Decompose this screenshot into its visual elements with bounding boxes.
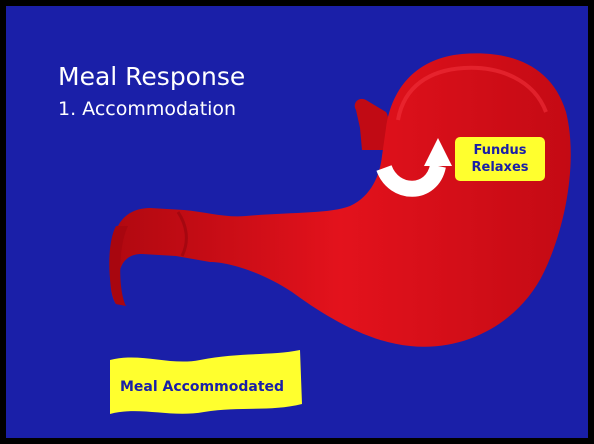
esophagus (355, 99, 389, 150)
fundus-label-line1: Fundus (473, 142, 526, 159)
fundus-relaxes-label: Fundus Relaxes (455, 137, 545, 181)
fundus-label-line2: Relaxes (472, 159, 529, 176)
stomach-body (110, 53, 571, 346)
meal-accommodated-label: Meal Accommodated (112, 372, 292, 402)
